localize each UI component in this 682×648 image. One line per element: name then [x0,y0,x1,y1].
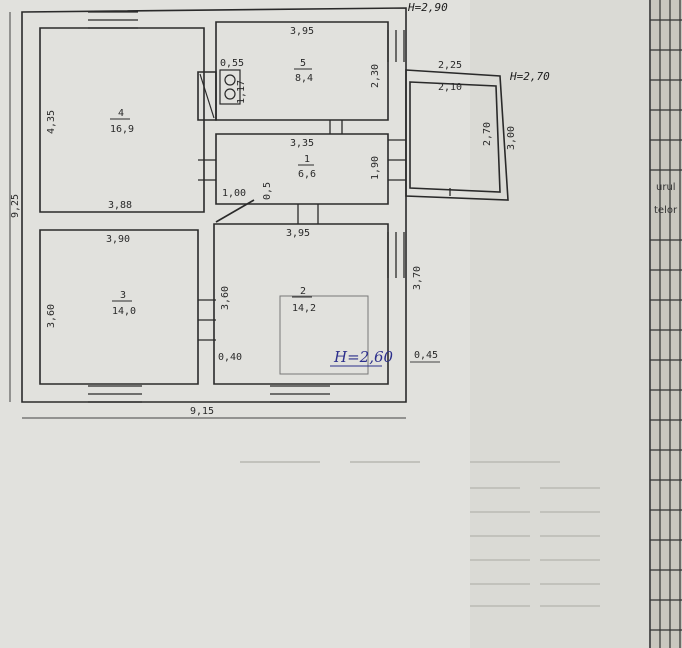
room-1-area: 6,6 [298,169,316,180]
paper-shade [470,0,650,648]
dim-room4-w: 3,88 [108,200,132,211]
stove-icon [199,69,241,119]
window-right-room2 [387,232,405,278]
dimension-labels: 3,95 2,30 0,55 1,17 4,35 3,88 3,35 1,90 … [10,26,517,417]
dim-top-room5: 3,95 [290,26,314,37]
window-right-room5 [387,30,405,62]
adjacent-grid-page: urul telor [649,0,682,648]
dim-room3-w: 3,90 [106,234,130,245]
dim-side-room5: 2,30 [370,64,381,88]
room-2-inner-box [279,295,369,375]
room-4-outline [39,27,205,213]
walls [21,7,509,403]
dim-wall-left: 0,40 [218,352,242,363]
door-ticks [198,120,451,341]
windows [88,11,451,403]
room-2-outline [213,223,389,385]
side-text-2: telor [654,205,678,216]
dim-room1-side: 1,90 [370,156,381,180]
niche-outline [197,71,217,121]
room-5-number: 5 [300,58,306,69]
room-4-number: 4 [118,108,124,119]
room-3-number: 3 [120,290,126,301]
dim-room4-h: 4,35 [46,110,57,134]
height-label-handwritten: H=2,60 [333,348,394,366]
outer-wall [21,7,407,403]
dim-room2-w: 3,95 [286,228,310,239]
room-1-number: 1 [304,154,310,165]
corridor-diagonal [215,199,255,223]
dim-corr-small: 0,5 [262,182,273,200]
window-top-left [88,11,138,29]
height-label-porch: H=2,70 [509,70,550,83]
dim-porch-w-in: 2,10 [438,82,462,93]
faded-background-table [240,461,600,607]
room-labels: 5 8,4 4 16,9 1 6,6 3 14,0 2 14,2 [110,58,316,317]
window-bottom-mid [270,385,330,403]
dim-porch-h-out: 3,00 [506,126,517,150]
dim-room1-top: 3,35 [290,138,314,149]
dimension-lines [9,12,440,419]
height-label-main: H=2,90 [407,1,448,14]
side-text-1: urul [656,182,676,193]
room-1-outline [215,133,389,205]
room-5-area: 8,4 [295,73,313,84]
room-3-outline [39,229,199,385]
dim-overall-w: 9,15 [190,406,214,417]
room-2-number: 2 [300,286,306,297]
porch-inner [409,81,501,193]
dim-room2-side: 3,70 [412,266,423,290]
dim-niche-h: 1,17 [236,80,247,104]
dim-corr-w: 1,00 [222,188,246,199]
dim-room3-h: 3,60 [46,304,57,328]
dim-porch-w-out: 2,25 [438,60,462,71]
window-bottom-left [88,385,142,403]
dim-niche-w: 0,55 [220,58,244,69]
dim-porch-h-in: 2,70 [482,122,493,146]
room-2-area: 14,2 [292,303,316,314]
porch-outer [405,69,509,201]
dim-wall-right: 0,45 [414,350,438,361]
room-3-area: 14,0 [112,306,136,317]
window-right-room1 [388,139,406,181]
room-4-area: 16,9 [110,124,134,135]
dim-overall-h: 9,25 [10,194,21,218]
dim-room2-h: 3,60 [220,286,231,310]
